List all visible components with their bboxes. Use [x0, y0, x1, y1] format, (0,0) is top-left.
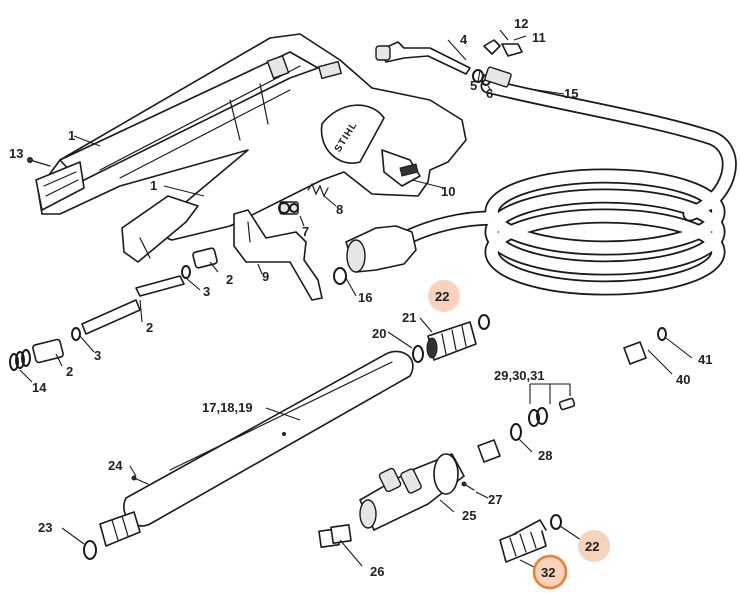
adapter-28 [477, 423, 522, 463]
elbow-tube-4 [375, 41, 471, 75]
callout-32: 32 [541, 565, 555, 580]
callout-1-upper: 1 [68, 128, 75, 143]
o-ring-22-upper [478, 314, 490, 330]
coupler-2-lower [32, 338, 64, 364]
decal-26 [318, 524, 352, 548]
callout-10: 10 [441, 184, 455, 199]
callout-5: 5 [470, 78, 477, 93]
tube-2-middle [81, 299, 141, 335]
lance-17-18-19 [123, 350, 414, 527]
callout-7: 7 [302, 224, 309, 239]
callout-24: 24 [108, 458, 123, 473]
ring-3-upper [181, 265, 191, 279]
callout-28: 28 [538, 448, 552, 463]
callout-2-lower: 2 [66, 364, 73, 379]
callout-23: 23 [38, 520, 52, 535]
callout-21: 21 [402, 310, 416, 325]
callout-41: 41 [698, 352, 712, 367]
callout-3-lower: 3 [94, 348, 101, 363]
hose-coil [402, 78, 737, 296]
o-ring-41 [657, 327, 667, 341]
nozzle-21 [426, 321, 477, 361]
hose-coupling-16 [333, 225, 417, 285]
callout-11: 11 [532, 30, 546, 45]
clip-12 [483, 39, 501, 55]
spring-14 [9, 349, 31, 371]
callout-22-upper: 22 [435, 289, 449, 304]
clip-11 [501, 43, 523, 57]
adapter-40 [623, 341, 647, 365]
callout-8: 8 [336, 202, 343, 217]
screw-13 [27, 157, 51, 167]
callout-15: 15 [564, 86, 578, 101]
spray-gun-handle: STIHL [35, 33, 467, 263]
spring-part-8 [307, 182, 329, 198]
o-ring-22-lower [550, 514, 562, 530]
callout-22-lower: 22 [585, 539, 599, 554]
o-ring-23 [83, 540, 97, 560]
callout-14: 14 [32, 380, 47, 395]
ring-set-29-30-31 [528, 397, 576, 427]
nozzle-head-25 [359, 453, 465, 531]
callout-20: 20 [372, 326, 386, 341]
screw-27 [461, 481, 475, 491]
callout-2-middle: 2 [146, 320, 153, 335]
callout-13: 13 [9, 146, 23, 161]
highlight-22-upper [428, 280, 460, 312]
leader-lines [19, 29, 693, 569]
callout-1-lower: 1 [150, 178, 157, 193]
callout-27: 27 [488, 492, 502, 507]
ring-3-lower [71, 327, 81, 341]
o-ring-20 [412, 345, 424, 363]
callout-4: 4 [460, 32, 468, 47]
callout-17-18-19: 17,18,19 [202, 400, 253, 415]
callout-12: 12 [514, 16, 528, 31]
highlight-22-lower [578, 530, 610, 562]
callout-9: 9 [262, 269, 269, 284]
callout-6: 6 [486, 86, 493, 101]
callout-40: 40 [676, 372, 690, 387]
lance-end-fitting [99, 511, 141, 547]
spring-part-10 [399, 163, 419, 177]
callout-3-upper: 3 [203, 284, 210, 299]
callout-2-upper: 2 [226, 272, 233, 287]
highlight-32 [532, 554, 568, 590]
screw-24 [131, 475, 149, 485]
callout-29-30-31: 29,30,31 [494, 368, 545, 383]
callout-25: 25 [462, 508, 476, 523]
adapter-32 [499, 519, 547, 563]
tube-2-upper [135, 275, 185, 297]
trigger [233, 209, 323, 301]
coupler-2-upper [192, 247, 218, 269]
callout-26: 26 [370, 564, 384, 579]
pin-part-7 [278, 201, 299, 215]
hose-fitting [484, 66, 512, 88]
callout-16: 16 [358, 290, 372, 305]
